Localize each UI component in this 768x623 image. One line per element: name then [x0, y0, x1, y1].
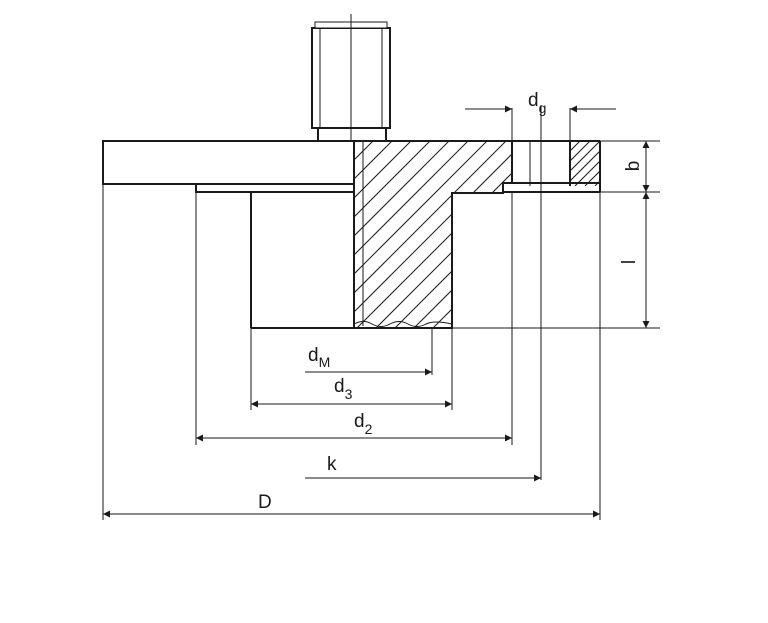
hatch-line	[570, 150, 600, 182]
label-k: k	[327, 454, 337, 475]
hatch-line	[354, 141, 469, 328]
hatch-line	[584, 170, 600, 186]
hatch-line	[354, 141, 450, 328]
hatch-line	[642, 141, 768, 328]
hatch-line	[661, 141, 768, 328]
hatch-line	[566, 141, 753, 328]
hatch-line	[354, 141, 412, 328]
hatch-line	[680, 141, 768, 328]
hatch-line	[354, 141, 512, 328]
dimension-labels: dg b l dM d3 d2 k D	[258, 90, 644, 513]
hatch-line	[375, 141, 512, 328]
hatch-line	[354, 141, 393, 328]
hatch-line	[570, 141, 571, 142]
label-d3: d3	[334, 376, 353, 402]
label-l: l	[619, 260, 640, 264]
hatch-line	[574, 160, 600, 186]
hatch-line	[570, 141, 591, 162]
dimension-lines	[103, 105, 650, 518]
hatch-line	[570, 141, 581, 152]
threaded-stud	[311, 14, 391, 142]
hatch-line	[354, 141, 507, 328]
label-dg: dg	[528, 90, 546, 116]
hatch-line	[489, 141, 512, 328]
hatch-line	[356, 141, 512, 328]
hatch-line	[528, 141, 715, 328]
hatch-line	[585, 141, 768, 328]
hatch-line	[570, 141, 600, 172]
hatch-line	[354, 141, 431, 328]
label-d2: d2	[354, 411, 373, 437]
label-b: b	[623, 161, 644, 172]
hatch-line	[623, 141, 768, 328]
hatch-line	[354, 141, 488, 328]
hatch-line	[508, 141, 512, 328]
flange-left-body	[102, 140, 355, 329]
hatch-line	[451, 141, 512, 328]
label-D: D	[258, 492, 272, 513]
extension-lines	[102, 108, 660, 520]
bolt-hole-section	[503, 105, 601, 480]
label-dM: dM	[308, 345, 330, 370]
hatch-line	[413, 141, 512, 328]
hatch-line	[394, 141, 512, 328]
